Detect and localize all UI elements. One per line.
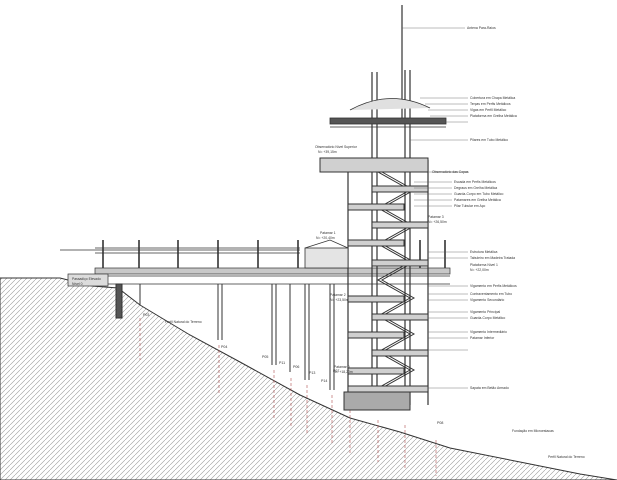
pile-label: P07 xyxy=(333,369,339,373)
label-walkway-left-b: Nível 0 xyxy=(72,282,83,286)
label-foundation: Fundação em Microestacas xyxy=(512,429,554,433)
label-right-platform-b: N= +22,00m xyxy=(470,268,489,272)
label-stair-e: Pilar Tubular em Aço xyxy=(454,204,485,208)
pile-label: P06 xyxy=(293,365,299,369)
pile-label: P14 xyxy=(321,379,327,383)
label-landing-level: N= +26,50m xyxy=(428,220,447,224)
label-stair-c: Guarda-Corpo em Tubo Metálico xyxy=(454,192,503,196)
tower-roof xyxy=(329,98,447,128)
label-roof-floor: Plataforma em Grelha Metálica xyxy=(470,114,517,118)
label-walkway-left: Passadiço Elevado xyxy=(72,277,101,281)
annotation-labels: Antena Para-Raios Cobertura em Chapa Met… xyxy=(72,26,585,459)
label-roof-cap: Cobertura em Chapa Metálica xyxy=(470,96,515,100)
label-lower-r8: Sapata em Betão Armado xyxy=(470,386,509,390)
stair-flights xyxy=(319,157,429,393)
label-stair-a: Escada em Perfis Metálicos xyxy=(454,180,496,184)
walkway-deck xyxy=(60,247,451,287)
pile-label: P03 xyxy=(143,313,149,317)
support-columns xyxy=(115,283,335,390)
label-obs-upper: Observatório das Copas xyxy=(432,170,469,174)
label-lower-r3: Vigamento Secundário xyxy=(470,298,504,302)
pile-label: P13 xyxy=(309,371,315,375)
pile-label: P05 xyxy=(262,355,268,359)
leader-lines xyxy=(402,27,468,389)
pile-tags: P03 P04 P05 P06 P11 P13 P14 P07 P08 xyxy=(143,313,443,425)
label-roof-purlins: Terças em Perfis Metálicos xyxy=(470,102,511,106)
label-center-landing: Patamar 2 xyxy=(330,293,346,297)
label-mid-right-b: Tabuleiro em Madeira Tratada xyxy=(470,256,515,260)
label-mid-right: Estrutura Metálica xyxy=(470,250,497,254)
label-lower-r4: Vigamento Principal xyxy=(470,310,500,314)
label-roof-columns: Pilares em Tubo Metálico xyxy=(470,138,508,142)
label-bottom-landing-level: N= +18,20m xyxy=(334,370,353,374)
label-center-landing-level: N= +23,50m xyxy=(330,298,349,302)
label-landing: Patamar 3 xyxy=(428,215,444,219)
label-left-landing: Patamar 1 xyxy=(320,231,336,235)
label-roof-beam: Vigas em Perfil Metálico xyxy=(470,108,506,112)
pile-label: P08 xyxy=(437,421,443,425)
pile-label: P04 xyxy=(221,345,227,349)
label-ground-left: Perfil Natural do Terreno xyxy=(165,320,202,324)
foundation-piles xyxy=(139,318,437,476)
label-stair-b: Degraus em Grelha Metálica xyxy=(454,186,497,190)
label-lower-r7: Patamar Inferior xyxy=(470,336,495,340)
side-bracket xyxy=(304,239,349,269)
label-ground-right: Perfil Natural do Terreno xyxy=(548,455,585,459)
label-lower-r2: Contraventamento em Tubo xyxy=(470,292,512,296)
tower-base xyxy=(343,391,411,411)
label-right-platform: Plataforma Nível 1 xyxy=(470,263,498,267)
label-left-landing-level: N= +20,40m xyxy=(316,236,335,240)
label-bottom-landing: Patamar 0 xyxy=(334,365,350,369)
label-obs-top: Observatório Nível Superior xyxy=(315,145,358,149)
label-lower-r5: Guarda-Corpo Metálico xyxy=(470,316,505,320)
label-obs-top-level: N= +39,15m xyxy=(318,150,337,154)
label-lower-r6: Vigamento Intermediário xyxy=(470,330,507,334)
pile-label: P11 xyxy=(279,361,285,365)
label-antenna: Antena Para-Raios xyxy=(467,26,496,30)
label-lower-r1: Vigamento em Perfis Metálicos xyxy=(470,284,517,288)
label-stair-d: Patamares em Grelha Metálica xyxy=(454,198,501,202)
